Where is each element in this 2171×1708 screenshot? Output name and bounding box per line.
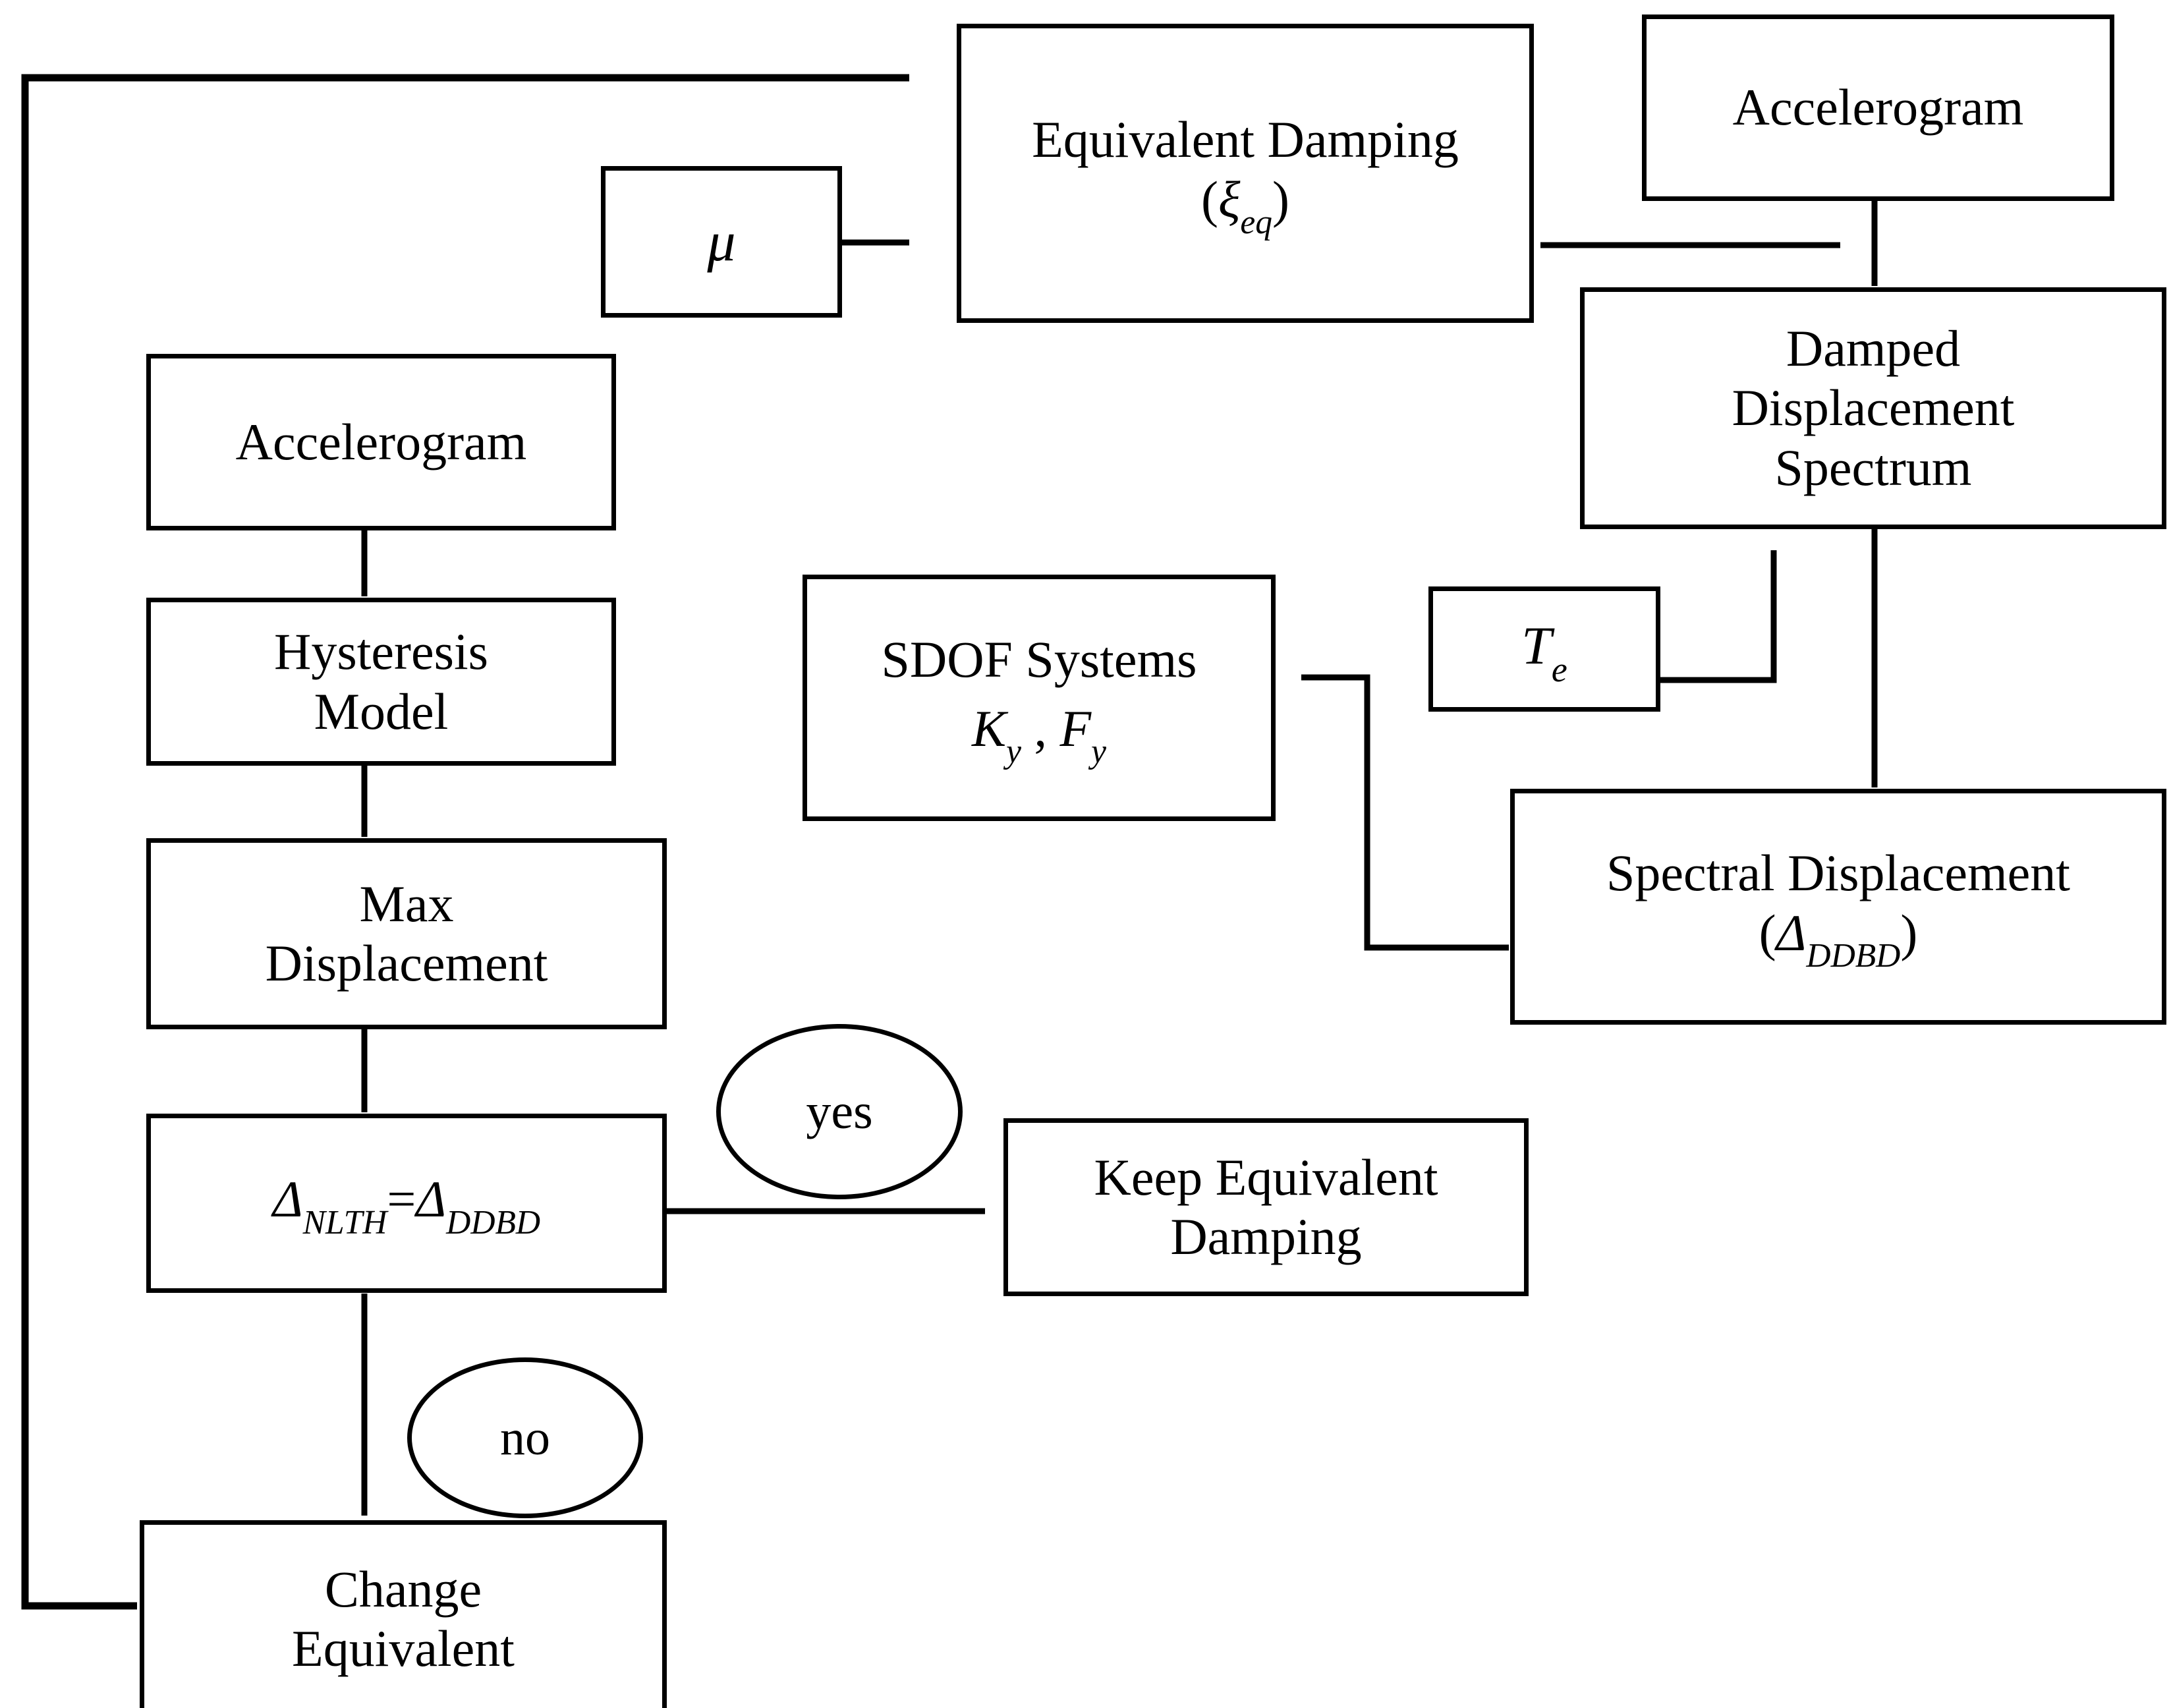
decision-label-no: no bbox=[407, 1357, 643, 1518]
damped-spectrum-line1: Damped bbox=[1786, 319, 1961, 377]
spectral-displacement-symbol: (ΔDDBD) bbox=[1759, 903, 1918, 975]
damped-spectrum-line3: Spectrum bbox=[1774, 438, 1972, 496]
spectral-displacement-title: Spectral Displacement bbox=[1606, 844, 2070, 902]
change-equivalent-line2: Equivalent bbox=[292, 1620, 515, 1677]
node-change-equivalent[interactable]: Change Equivalent bbox=[140, 1520, 667, 1708]
sdof-parameters: Ky , Fy bbox=[972, 699, 1106, 771]
equivalent-damping-title: Equivalent Damping bbox=[1032, 111, 1459, 169]
change-equivalent-line1: Change bbox=[324, 1560, 482, 1618]
keep-damping-line1: Keep Equivalent bbox=[1094, 1148, 1438, 1206]
comparison-expression: ΔNLTH=ΔDDBD bbox=[272, 1170, 541, 1242]
wire-feedback-loop bbox=[21, 74, 910, 1610]
mu-symbol: μ bbox=[707, 210, 736, 273]
hysteresis-line2: Model bbox=[314, 682, 449, 740]
te-symbol: Te bbox=[1521, 615, 1567, 690]
keep-damping-line2: Damping bbox=[1170, 1208, 1362, 1265]
hysteresis-line1: Hysteresis bbox=[274, 623, 488, 681]
node-comparison[interactable]: ΔNLTH=ΔDDBD bbox=[146, 1114, 667, 1293]
node-accelerogram-left[interactable]: Accelerogram bbox=[146, 354, 616, 530]
node-spectral-displacement[interactable]: Spectral Displacement (ΔDDBD) bbox=[1510, 789, 2166, 1025]
decision-label-yes: yes bbox=[716, 1024, 963, 1199]
sdof-title: SDOF Systems bbox=[881, 631, 1197, 689]
node-mu[interactable]: μ bbox=[601, 166, 842, 318]
node-max-displacement[interactable]: Max Displacement bbox=[146, 838, 667, 1029]
wire-spectral-displacement-to-sdof bbox=[1301, 674, 1509, 951]
no-label: no bbox=[500, 1409, 550, 1466]
max-displacement-line2: Displacement bbox=[265, 934, 548, 992]
max-displacement-line1: Max bbox=[359, 874, 454, 932]
accelerogram-top-label: Accelerogram bbox=[1732, 78, 2024, 136]
node-hysteresis-model[interactable]: Hysteresis Model bbox=[146, 598, 616, 766]
equivalent-damping-symbol: (ξeq) bbox=[1201, 170, 1289, 242]
accelerogram-left-label: Accelerogram bbox=[235, 413, 527, 470]
node-keep-equivalent-damping[interactable]: Keep Equivalent Damping bbox=[1003, 1118, 1529, 1296]
damped-spectrum-line2: Displacement bbox=[1732, 379, 2015, 437]
node-accelerogram-top[interactable]: Accelerogram bbox=[1642, 14, 2114, 201]
wire-te-to-damped-spectrum bbox=[1660, 550, 1777, 683]
node-damped-displacement-spectrum[interactable]: Damped Displacement Spectrum bbox=[1580, 287, 2166, 529]
yes-label: yes bbox=[806, 1083, 873, 1139]
node-equivalent-damping[interactable]: Equivalent Damping (ξeq) bbox=[957, 24, 1534, 323]
node-te[interactable]: Te bbox=[1428, 586, 1660, 712]
node-sdof-systems[interactable]: SDOF Systems Ky , Fy bbox=[803, 575, 1276, 821]
